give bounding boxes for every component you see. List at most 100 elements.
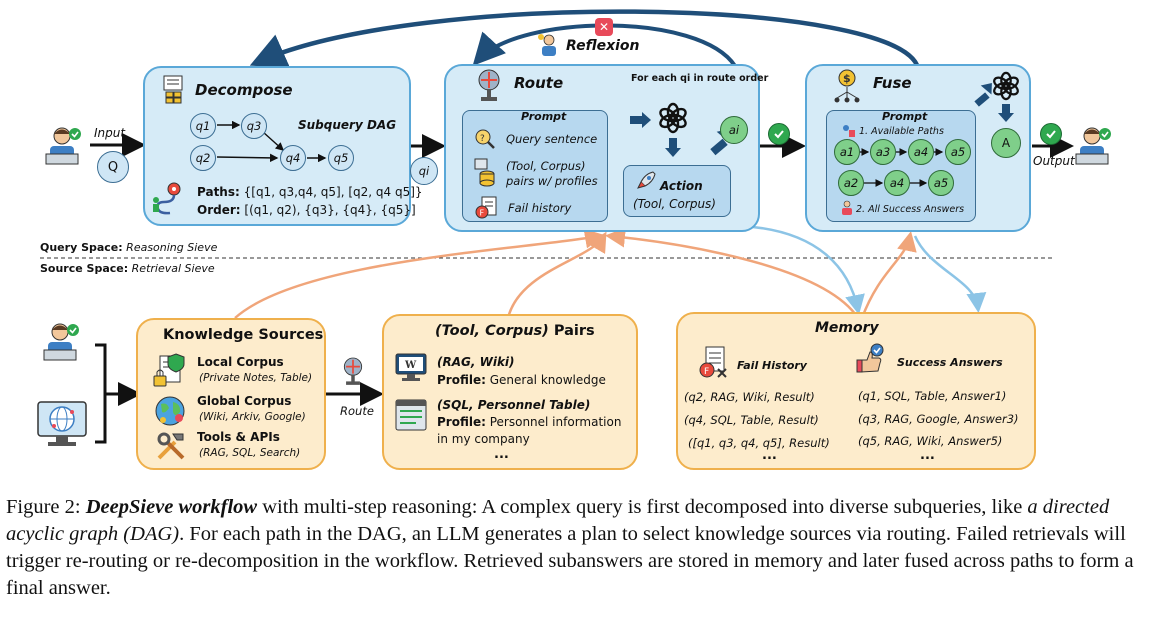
prompt-to-llm-arrow-head (642, 112, 651, 128)
memory-panel (676, 312, 1036, 470)
knowledge-to-route-curve (234, 228, 605, 319)
pair2-profile: Profile: Personnel information (437, 415, 622, 429)
output-label: Output (1033, 154, 1075, 168)
route-item-fail: Fail history (508, 201, 572, 215)
query-magnifier-icon: ? (474, 128, 496, 150)
fuse-node-a5b: a5 (928, 170, 954, 196)
llm-to-action-arrow-head (665, 148, 681, 157)
global-corpus-desc: (Wiki, Arkiv, Google) (199, 411, 306, 423)
paths-row: Paths: {[q1, q3,q4, q5], [q2, q4 q5]} (197, 185, 423, 199)
dag-node-q2: q2 (190, 145, 216, 171)
action-scroll (623, 165, 731, 217)
fuse-node-a4: a4 (908, 139, 934, 165)
reflexion-label: Reflexion (566, 38, 640, 54)
database-icon (474, 158, 496, 187)
pair2-name: (SQL, Personnel Table) (437, 398, 591, 412)
qi-circle: qi (410, 157, 438, 185)
source-space-label: Source Space: Retrieval Sieve (40, 262, 215, 275)
svg-text:$: $ (843, 72, 851, 85)
fuse-to-memory-curve (913, 235, 987, 313)
global-corpus-icon (153, 394, 189, 428)
local-corpus-name: Local Corpus (197, 355, 284, 369)
action-sub: (Tool, Corpus) (633, 197, 716, 211)
memory-fail-icon: F (698, 345, 728, 379)
subquery-dag-label: Subquery DAG (298, 118, 397, 132)
order-row: Order: [(q1, q2), {q3}, {q4}, {q5}] (197, 203, 416, 217)
globe-monitor-icon (36, 400, 88, 448)
svg-text:W: W (404, 360, 417, 371)
pair2-profile-cont: in my company (437, 432, 530, 446)
tools-desc: (RAG, SQL, Search) (199, 447, 301, 459)
success-item-2: (q3, RAG, Google, Answer3) (858, 412, 1019, 426)
fail-item-1: (q2, RAG, Wiki, Result) (684, 390, 815, 404)
success-person-icon (840, 200, 854, 216)
route-order-note: For each qi in route order (631, 73, 769, 84)
knowledge-title: Knowledge Sources (163, 327, 324, 343)
fail-ellipsis: ... (762, 448, 777, 463)
rocket-icon (635, 170, 657, 192)
pair1-profile: Profile: General knowledge (437, 373, 606, 387)
fuse-title: Fuse (873, 74, 912, 92)
document-stack-icon (162, 74, 190, 104)
dag-edges (216, 120, 327, 163)
check-output-icon (1040, 123, 1062, 145)
route-signpost-icon (340, 356, 366, 386)
tools-name: Tools & APIs (197, 430, 280, 444)
route-path-icon (150, 180, 184, 216)
fuse-path-edges (860, 148, 944, 187)
query-space-label: Query Space: Reasoning Sieve (40, 241, 218, 254)
signpost-icon (474, 68, 504, 102)
fuse-prompt-title: Prompt (882, 110, 928, 123)
dag-node-q5: q5 (328, 145, 354, 171)
llm-icon (657, 102, 689, 134)
fuse-llm-down-arrow-body (1002, 104, 1010, 113)
reflexion-person-icon (537, 33, 561, 57)
dollar-network-icon: $ (832, 68, 862, 104)
fuse-node-a3: a3 (870, 139, 896, 165)
success-answers-label: 2. All Success Answers (856, 204, 965, 215)
fail-history-icon: F (474, 196, 498, 220)
route-item-query: Query sentence (506, 132, 598, 146)
query-circle: Q (97, 151, 129, 183)
user-input-icon (42, 124, 86, 168)
pairs-title: (Tool, Corpus) Pairs (435, 323, 595, 339)
success-item-3: (q5, RAG, Wiki, Answer5) (858, 434, 1003, 448)
paths-icon (842, 124, 856, 138)
memory-title: Memory (815, 320, 879, 336)
figure-caption: Figure 2: DeepSieve workflow with multi-… (6, 496, 1134, 599)
user-output-icon (1072, 124, 1116, 168)
local-corpus-icon (152, 352, 190, 388)
action-title: Action (660, 179, 703, 193)
check-route-icon (768, 123, 790, 145)
llm-to-action-arrow-body (669, 138, 677, 148)
fail-history-title: Fail History (737, 359, 807, 372)
feedback-arrow-to-decompose (249, 9, 921, 69)
svg-text:?: ? (480, 134, 485, 144)
fail-item-3: ([q1, q3, q4, q5], Result) (688, 436, 830, 450)
success-answers-title: Success Answers (897, 356, 1003, 369)
decompose-title: Decompose (195, 81, 293, 99)
local-corpus-desc: (Private Notes, Table) (199, 372, 313, 384)
user-source-icon (40, 320, 84, 364)
route-title: Route (514, 74, 564, 92)
global-corpus-name: Global Corpus (197, 394, 292, 408)
route-item-pairs-line2: pairs w/ profiles (506, 174, 598, 188)
route-prompt-title: Prompt (521, 110, 567, 123)
available-paths-label: 1. Available Paths (859, 126, 944, 137)
memory-to-fuse-curve (860, 231, 917, 319)
dag-node-q3: q3 (241, 113, 267, 139)
wiki-monitor-icon: W (394, 352, 428, 382)
fuse-prompt-scroll (826, 110, 976, 222)
final-answer-node: A (991, 128, 1021, 158)
route-arrow-label: Route (340, 404, 374, 418)
sql-table-icon (394, 398, 428, 432)
fuse-node-a2: a2 (838, 170, 864, 196)
fail-item-2: (q4, SQL, Table, Result) (684, 413, 819, 427)
tools-icon (153, 428, 189, 464)
reflexion-x-icon: ✕ (595, 18, 613, 36)
fuse-node-a4b: a4 (884, 170, 910, 196)
ai-node: ai (720, 116, 748, 144)
route-to-memory-curve (739, 224, 865, 315)
sources-bracket (95, 343, 107, 444)
